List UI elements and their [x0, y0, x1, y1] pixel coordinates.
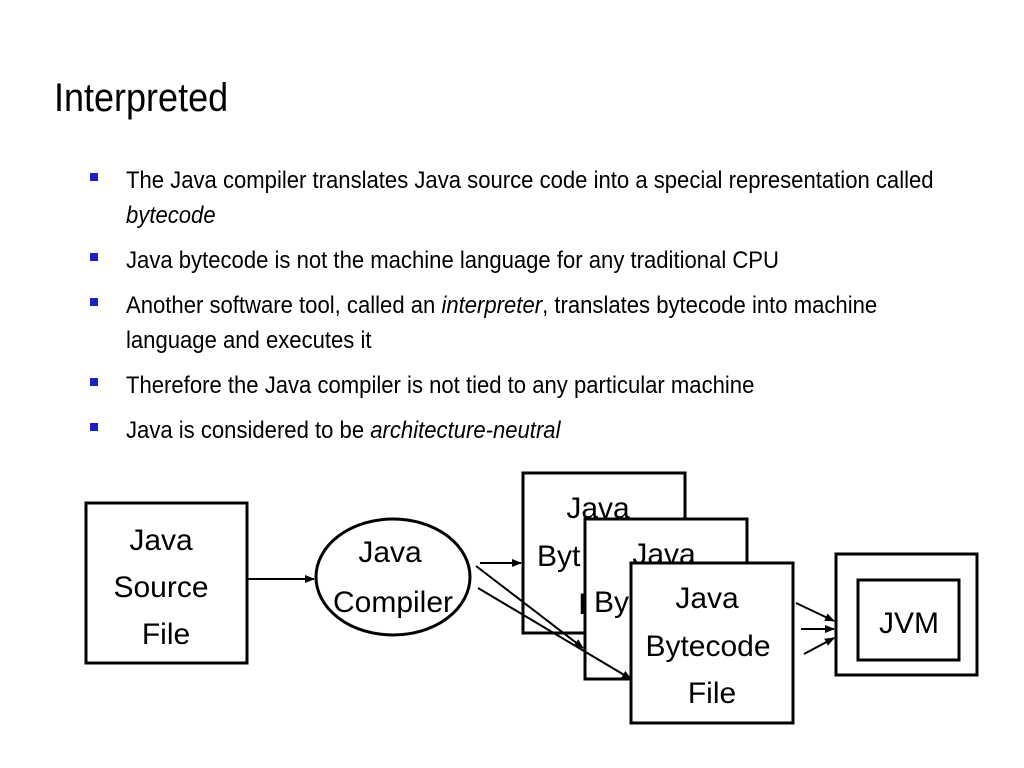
jvm-box: JVM: [834, 552, 979, 677]
bytecode-to-jvm-arrow-3: [803, 637, 835, 655]
square-bullet-icon: [90, 173, 98, 181]
bytecode-back-line2: Byt: [537, 540, 581, 573]
compiler-ellipse: Java Compiler: [314, 517, 472, 637]
slide-title: Interpreted: [54, 76, 229, 120]
compiler-to-bytecode-arrow-2: [475, 565, 584, 649]
compiler-to-bytecode-arrow-3: [477, 587, 632, 680]
source-label-line1: Java: [129, 524, 193, 557]
square-bullet-icon: [90, 298, 98, 306]
source-file-box: Java Source File: [84, 501, 249, 665]
bytecode-front-line2: Bytecode: [645, 630, 770, 663]
bullet-item: Java bytecode is not the machine languag…: [88, 243, 948, 278]
bullet-list: The Java compiler translates Java source…: [88, 163, 948, 458]
bullet-emphasis: bytecode: [126, 202, 216, 229]
bullet-emphasis: interpreter: [441, 292, 543, 319]
jvm-label: JVM: [879, 607, 939, 640]
compiler-label-line1: Java: [358, 536, 422, 569]
source-label-line2: Source: [113, 571, 208, 604]
bullet-text: Java bytecode is not the machine languag…: [126, 247, 779, 274]
bytecode-back-line3: I: [578, 588, 586, 621]
bytecode-front-line1: Java: [675, 582, 739, 615]
bullet-item: The Java compiler translates Java source…: [88, 163, 948, 233]
bytecode-file-box-front: Java Bytecode File: [629, 561, 795, 725]
bullet-text: Java is considered to be: [126, 417, 371, 444]
square-bullet-icon: [90, 378, 98, 386]
bullet-text: Another software tool, called an: [126, 292, 442, 319]
square-bullet-icon: [90, 253, 98, 261]
bytecode-front-line3: File: [688, 677, 736, 710]
bullet-text: The Java compiler translates Java source…: [126, 167, 934, 194]
compiler-label-line2: Compiler: [333, 586, 453, 619]
bullet-item: Another software tool, called an interpr…: [88, 288, 948, 358]
bytecode-mid-line2: By: [594, 586, 629, 619]
bullet-text: , translates bytecode into machine langu…: [126, 292, 878, 354]
bullet-emphasis: architecture-neutral: [370, 417, 561, 444]
bullet-item: Therefore the Java compiler is not tied …: [88, 368, 948, 403]
bytecode-to-jvm-arrow-1: [795, 602, 835, 622]
square-bullet-icon: [90, 423, 98, 431]
bullet-item: Java is considered to be architecture-ne…: [88, 413, 948, 448]
bullet-text: Therefore the Java compiler is not tied …: [126, 372, 755, 399]
source-label-line3: File: [142, 618, 190, 651]
